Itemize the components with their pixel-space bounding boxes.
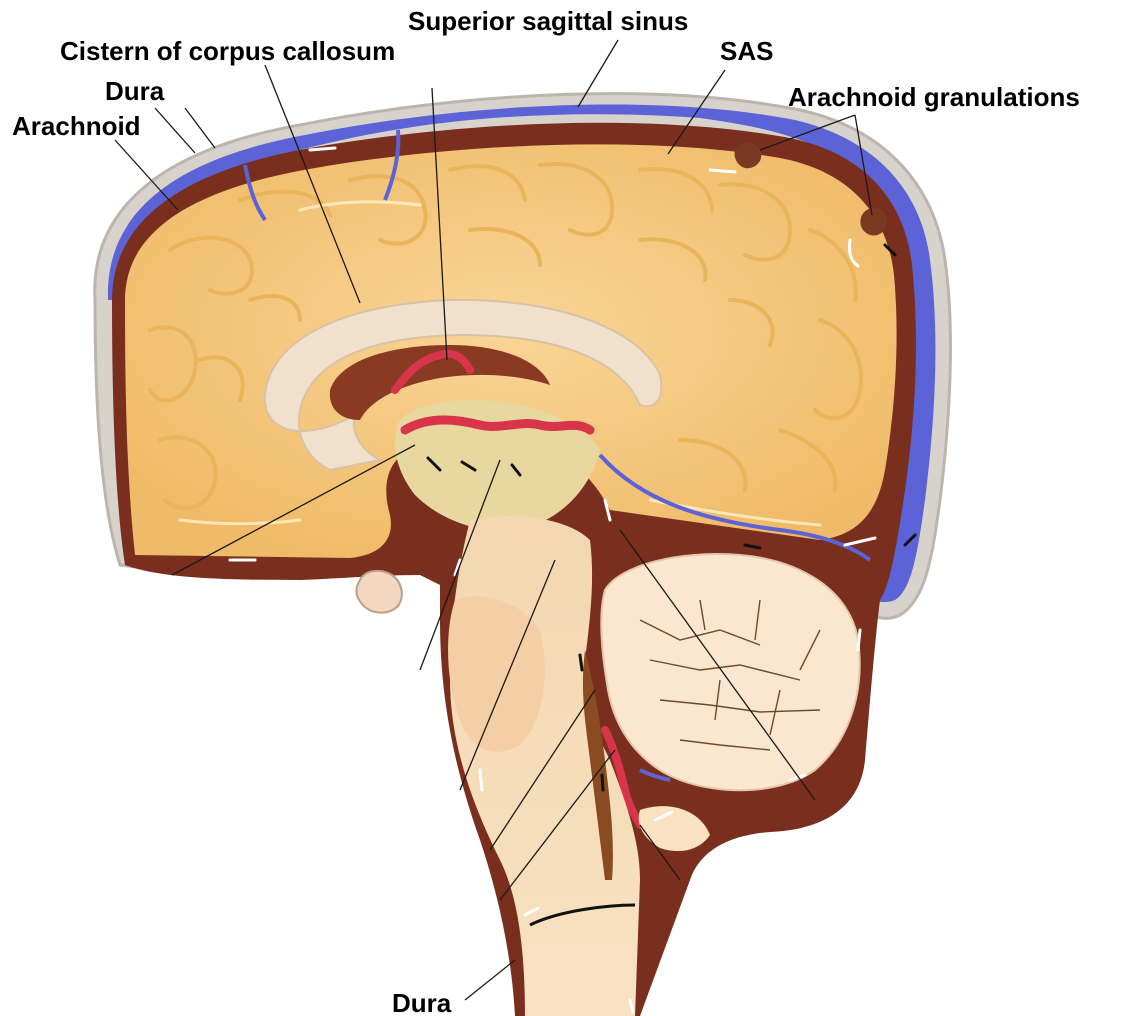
label-superior-sagittal-sinus: Superior sagittal sinus — [408, 6, 688, 36]
cerebellum — [601, 554, 859, 790]
label-arachnoid-granulations: Arachnoid granulations — [788, 82, 1080, 112]
label-arachnoid: Arachnoid — [12, 111, 141, 141]
label-dura-bottom: Dura — [392, 988, 452, 1016]
label-cistern-of-corpus-callosum: Cistern of corpus callosum — [60, 36, 395, 66]
label-dura-top: Dura — [105, 76, 165, 106]
label-sas: SAS — [720, 36, 773, 66]
pituitary — [356, 571, 401, 613]
